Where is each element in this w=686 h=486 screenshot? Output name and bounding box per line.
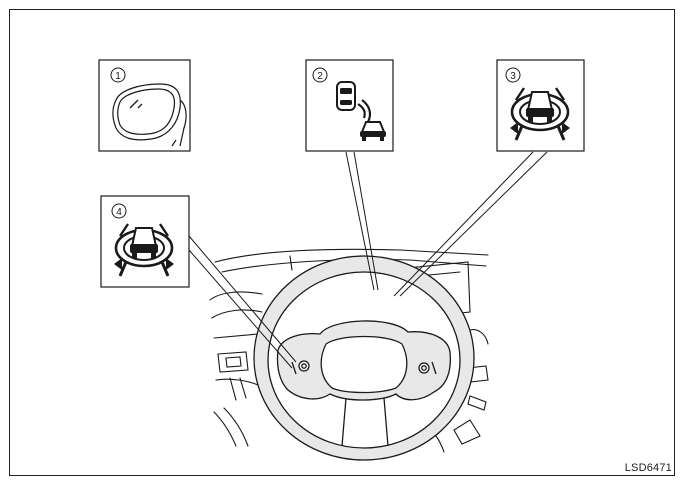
callout-box-2: 2 <box>305 59 394 152</box>
callout-1-number: 1 <box>115 71 121 82</box>
callout-box-3: 3 <box>496 59 585 152</box>
steering-switch-sensor-icon <box>114 223 174 277</box>
steering-wheel <box>253 255 475 461</box>
leader-lines <box>188 151 548 369</box>
callout-3-number: 3 <box>510 71 516 82</box>
figure-border <box>9 9 675 476</box>
callout-box-4: 4 <box>100 195 190 288</box>
callout-4-number: 4 <box>116 207 122 218</box>
figure-reference-code: LSD6471 <box>624 462 672 474</box>
door-mirror-indicator-icon <box>112 83 187 147</box>
callout-box-1: 1 <box>98 59 191 152</box>
vehicle-detection-warning-icon <box>336 81 386 141</box>
callout-2-number: 2 <box>317 71 323 82</box>
surround-sensor-display-icon <box>510 87 570 141</box>
